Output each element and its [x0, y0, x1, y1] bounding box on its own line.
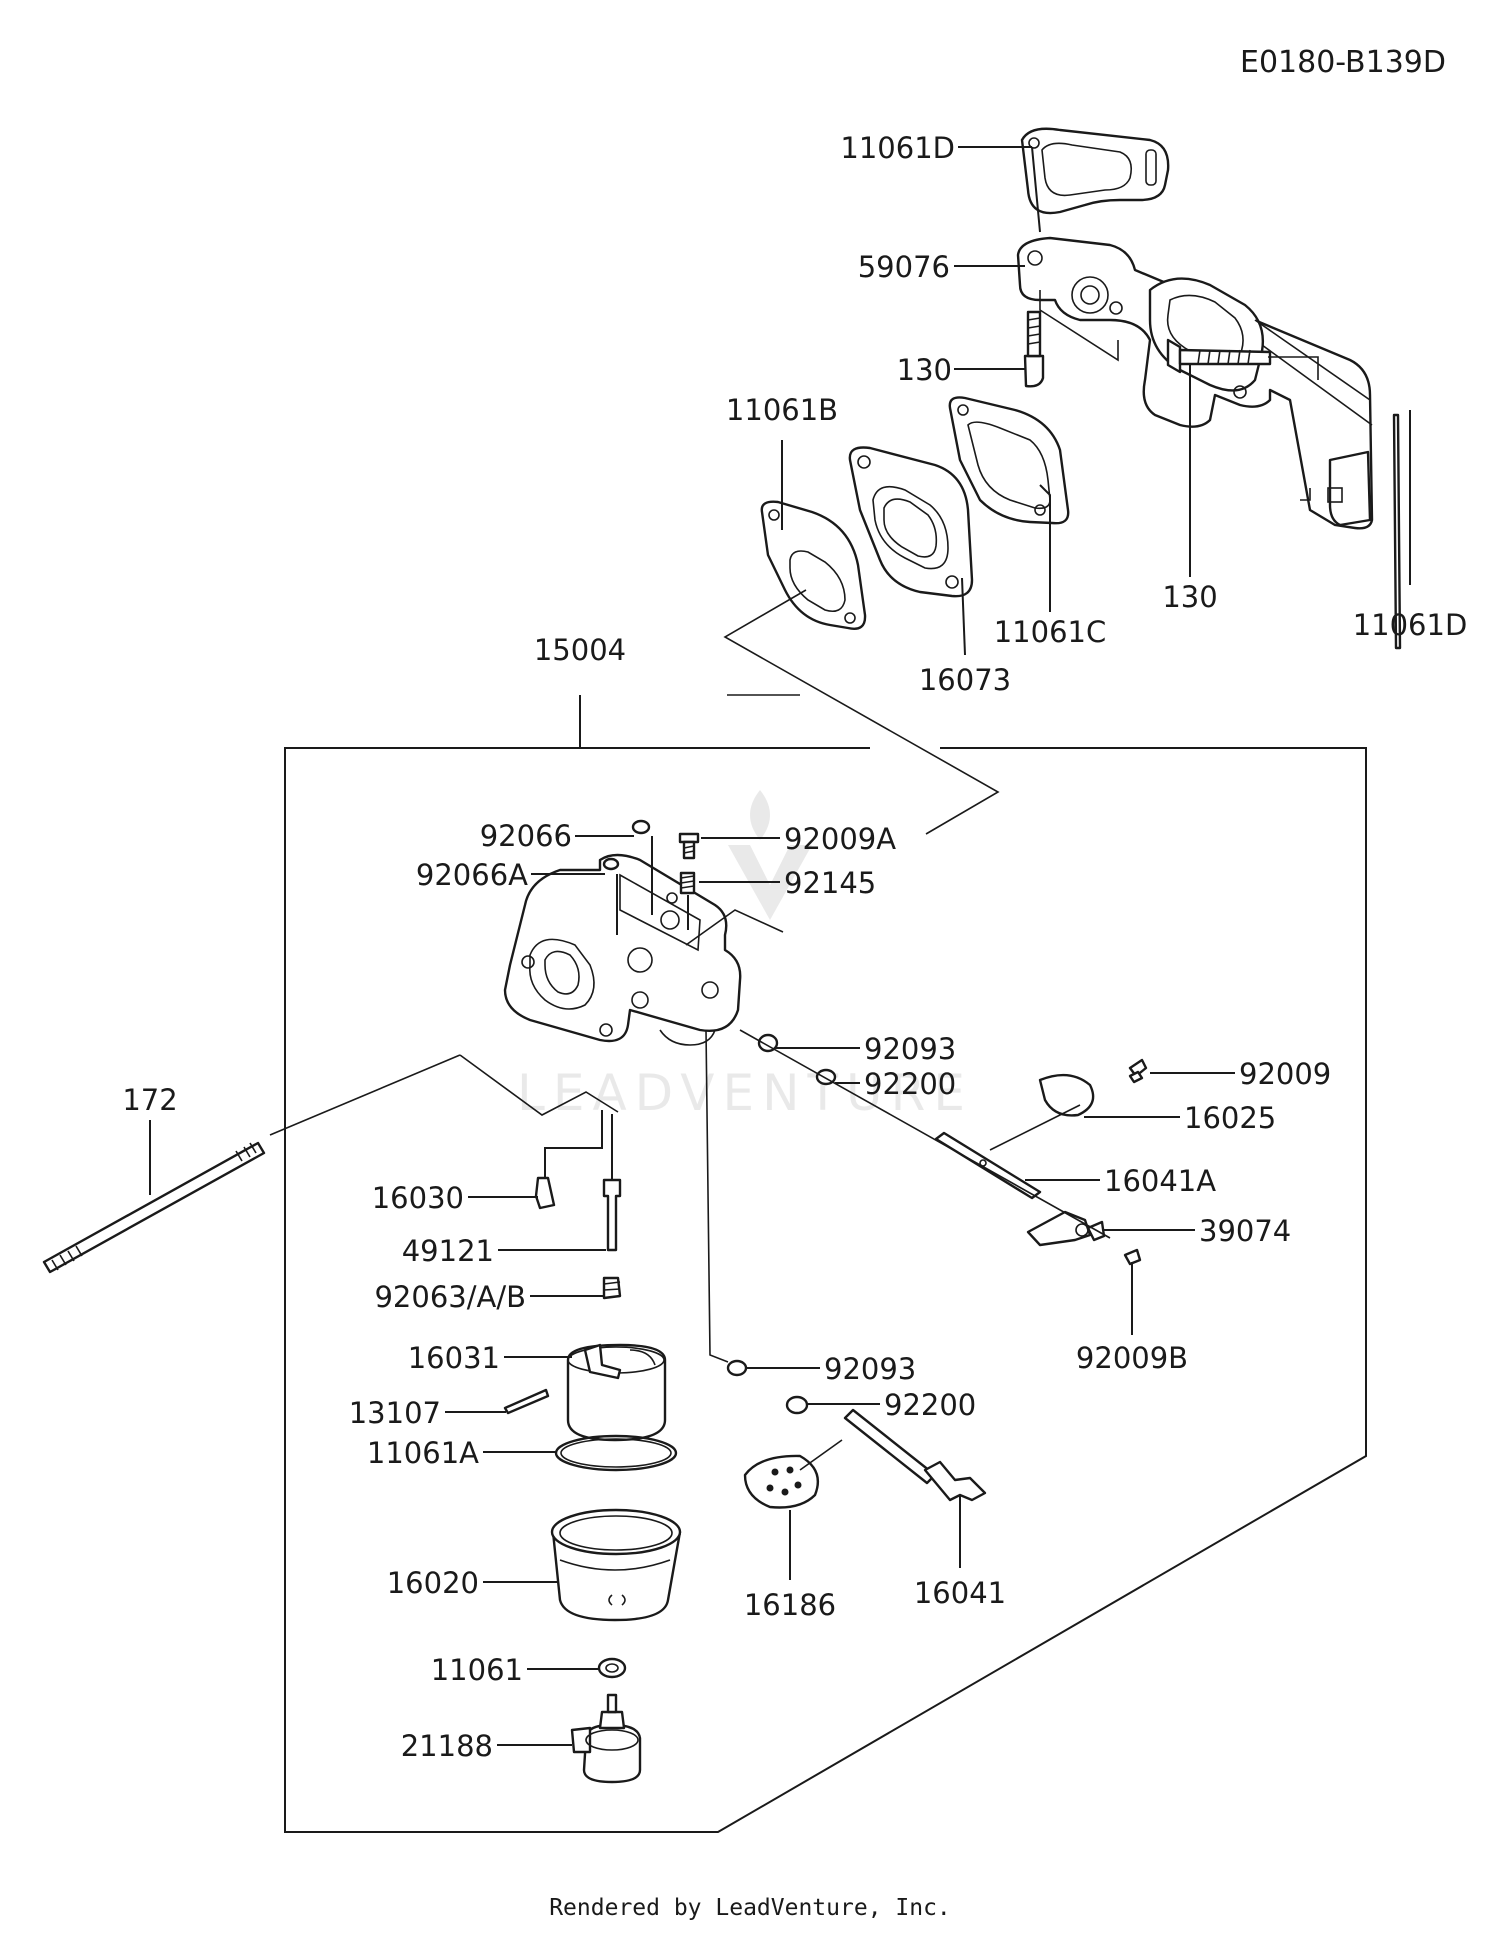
solenoid-21188[interactable]	[570, 1693, 642, 1784]
footer-credit: Rendered by LeadVenture, Inc.	[549, 1895, 951, 1921]
gasket-11061D-right[interactable]	[1392, 413, 1402, 650]
valve-16186[interactable]	[743, 1454, 820, 1509]
oring-92066A[interactable]	[602, 857, 620, 871]
shaft-16041A[interactable]	[934, 1131, 1042, 1200]
label-16041A[interactable]: 16041A	[1104, 1164, 1216, 1198]
label-92009B[interactable]: 92009B	[1076, 1341, 1188, 1375]
label-39074[interactable]: 39074	[1199, 1214, 1291, 1248]
diagram-code: E0180-B139D	[1240, 45, 1446, 80]
label-15004[interactable]: 15004	[534, 633, 626, 667]
float-16031[interactable]	[566, 1343, 667, 1442]
gasket-11061C[interactable]	[948, 396, 1070, 525]
insulator-16073[interactable]	[848, 446, 974, 598]
label-172[interactable]: 172	[122, 1083, 177, 1117]
label-16073[interactable]: 16073	[919, 663, 1011, 697]
label-16025[interactable]: 16025	[1184, 1101, 1276, 1135]
label-11061D-right[interactable]: 11061D	[1353, 608, 1468, 642]
label-92145[interactable]: 92145	[784, 866, 876, 900]
intake-manifold-59076[interactable]	[1016, 236, 1374, 530]
label-13107[interactable]: 13107	[349, 1396, 441, 1430]
label-92200-b[interactable]: 92200	[884, 1388, 976, 1422]
spring-92145[interactable]	[679, 871, 696, 895]
label-92009A[interactable]: 92009A	[784, 822, 896, 856]
washer-92200-b[interactable]	[785, 1395, 809, 1415]
jet-16030[interactable]	[534, 1176, 556, 1210]
label-16020[interactable]: 16020	[387, 1566, 479, 1600]
label-21188[interactable]: 21188	[401, 1729, 493, 1763]
stud-172[interactable]	[42, 1141, 266, 1274]
carburetor-body[interactable]	[503, 853, 742, 1046]
label-92200-a[interactable]: 92200	[864, 1067, 956, 1101]
label-11061D-top[interactable]: 11061D	[840, 131, 955, 165]
gasket-11061B[interactable]	[760, 500, 867, 630]
seal-92093-b[interactable]	[726, 1359, 748, 1377]
label-49121[interactable]: 49121	[402, 1234, 494, 1268]
label-130-b[interactable]: 130	[1162, 580, 1217, 614]
shaft-16041[interactable]	[843, 1408, 987, 1502]
label-92093-a[interactable]: 92093	[864, 1032, 956, 1066]
callout-labels: 11061D 59076 130 11061B 130 11061D 11061…	[122, 131, 1467, 1763]
bolt-130-b[interactable]	[1166, 338, 1272, 374]
label-92063[interactable]: 92063/A/B	[374, 1280, 526, 1314]
watermark-text: LEADVENTURE	[517, 1064, 973, 1122]
gasket-11061[interactable]	[597, 1657, 627, 1679]
gasket-11061D-top[interactable]	[1020, 127, 1170, 215]
label-11061A[interactable]: 11061A	[367, 1436, 479, 1470]
valve-16025[interactable]	[1038, 1073, 1095, 1117]
label-92066A[interactable]: 92066A	[416, 858, 528, 892]
label-92066[interactable]: 92066	[480, 819, 572, 853]
label-16030[interactable]: 16030	[372, 1181, 464, 1215]
label-59076[interactable]: 59076	[858, 250, 950, 284]
label-16186[interactable]: 16186	[744, 1588, 836, 1622]
label-16031[interactable]: 16031	[408, 1341, 500, 1375]
jet-92063[interactable]	[602, 1276, 622, 1300]
label-16041[interactable]: 16041	[914, 1576, 1006, 1610]
bowl-16020[interactable]	[550, 1508, 682, 1622]
leader-lines	[149, 146, 1411, 1746]
label-130-a[interactable]: 130	[897, 353, 952, 387]
label-11061[interactable]: 11061	[431, 1653, 523, 1687]
screw-92009[interactable]	[1128, 1058, 1148, 1084]
tube-49121[interactable]	[602, 1178, 622, 1252]
screw-92009A[interactable]	[678, 832, 700, 860]
screw-92009B[interactable]	[1123, 1248, 1142, 1266]
label-92009[interactable]: 92009	[1239, 1057, 1331, 1091]
watermark: LEADVENTURE	[517, 790, 973, 1122]
label-11061C[interactable]: 11061C	[994, 615, 1107, 649]
pin-13107[interactable]	[503, 1388, 550, 1415]
seal-92093-a[interactable]	[757, 1033, 779, 1053]
assembly-frame	[284, 747, 1367, 1833]
label-11061B[interactable]: 11061B	[726, 393, 838, 427]
oring-92066[interactable]	[631, 819, 651, 835]
bolt-130-a[interactable]	[1023, 310, 1045, 388]
label-92093-b[interactable]: 92093	[824, 1352, 916, 1386]
